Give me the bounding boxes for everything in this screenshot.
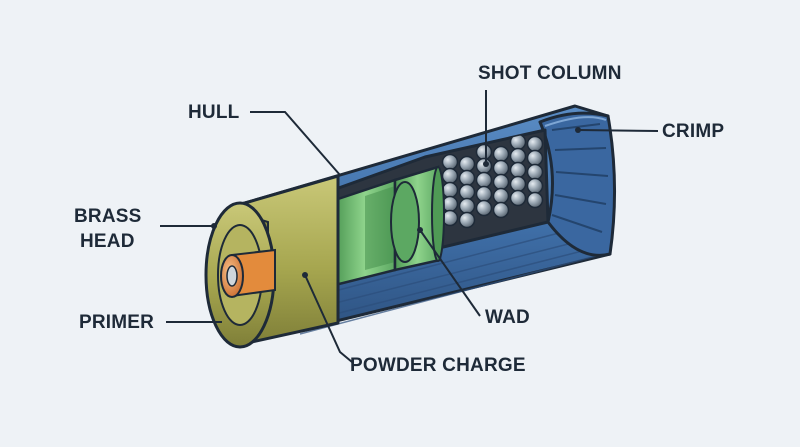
shot-pellet	[526, 149, 544, 167]
leader-crimp	[577, 129, 659, 132]
leader-lines	[160, 90, 659, 363]
shot-pellet	[526, 177, 544, 195]
shot-pellet	[458, 155, 476, 173]
leader-wad	[419, 229, 481, 317]
shot-pellet	[509, 147, 527, 165]
label-brass-head-line1: BRASS	[74, 206, 142, 227]
crimp	[538, 111, 617, 257]
shot-pellet	[492, 201, 510, 219]
shot-pellet	[509, 161, 527, 179]
shot-pellet	[475, 199, 493, 217]
shot-pellet	[475, 143, 493, 161]
label-shot-column: SHOT COLUMN	[478, 63, 622, 84]
shot-pellet	[509, 189, 527, 207]
leader-powder	[304, 274, 353, 363]
shot-pellet	[526, 163, 544, 181]
leader-powder-dot	[302, 272, 308, 278]
shot-pellet	[492, 159, 510, 177]
shot-pellet	[441, 181, 459, 199]
shot-pellet	[458, 169, 476, 187]
leader-shot-column-dot	[483, 161, 489, 167]
shot-pellet	[492, 173, 510, 191]
shot-pellet	[441, 167, 459, 185]
shot-pellet	[441, 153, 459, 171]
leader-brass-head-dot	[211, 223, 217, 229]
label-powder-charge: POWDER CHARGE	[350, 355, 526, 376]
leader-wad-dot	[417, 227, 423, 233]
label-brass-head-line2: HEAD	[80, 231, 135, 252]
label-wad: WAD	[485, 307, 530, 328]
primer	[220, 248, 276, 298]
shot-pellet	[458, 183, 476, 201]
shot-pellet	[509, 175, 527, 193]
shot-pellet	[526, 135, 544, 153]
shot-pellet	[458, 211, 476, 229]
shot-pellet	[526, 191, 544, 209]
shot-pellet	[458, 197, 476, 215]
label-crimp: CRIMP	[662, 121, 725, 142]
shot-pellet	[475, 185, 493, 203]
leader-crimp-dot	[575, 127, 581, 133]
shot-pellet	[475, 171, 493, 189]
label-primer: PRIMER	[79, 312, 155, 333]
leader-hull	[250, 111, 341, 176]
label-hull: HULL	[188, 102, 240, 123]
shot-pellet	[492, 145, 510, 163]
shot-pellet	[492, 187, 510, 205]
